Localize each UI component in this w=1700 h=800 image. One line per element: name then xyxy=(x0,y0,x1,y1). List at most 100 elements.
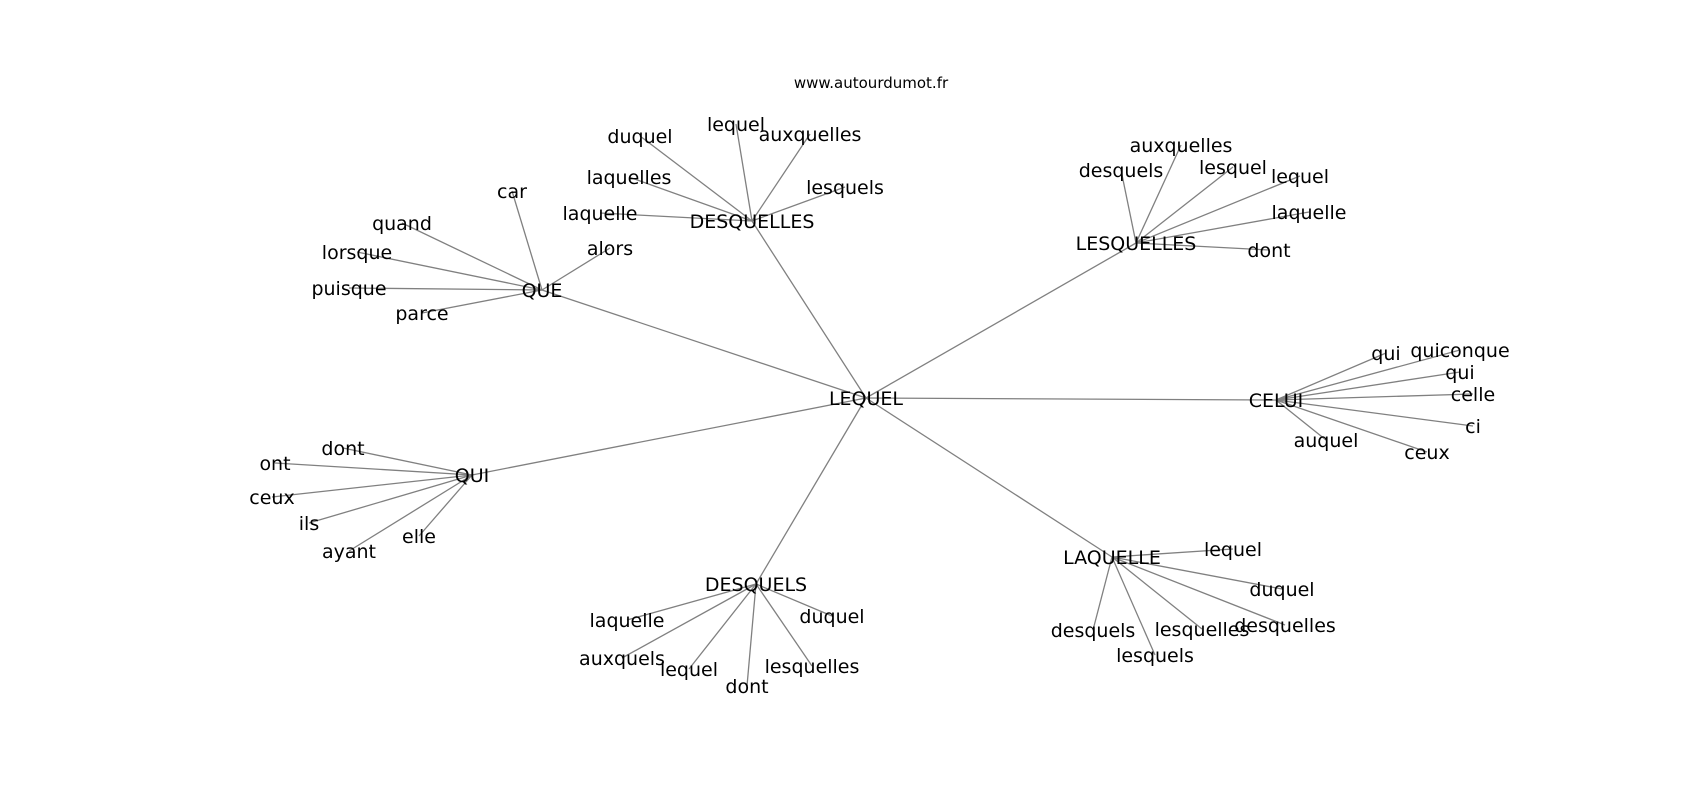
group-node-label: LAQUELLE xyxy=(1063,547,1161,569)
edge-que-to-parce xyxy=(421,289,543,314)
edge-laquelle-to-desquels xyxy=(1092,556,1113,631)
leaf-node-label: auxquels xyxy=(579,648,665,670)
leaf-node-label: desquelles xyxy=(1234,615,1336,637)
leaf-node-label: qui xyxy=(1371,343,1400,365)
leaf-node-label: duquel xyxy=(799,606,864,628)
leaf-node-label: elle xyxy=(402,526,436,548)
edge-center-to-lesquelles xyxy=(865,242,1137,399)
leaf-node-label: laquelle xyxy=(590,610,665,632)
edge-desquelles-to-lequel xyxy=(735,123,753,222)
edge-lesquelles-to-desquels xyxy=(1120,169,1137,244)
leaf-node-label: auxquelles xyxy=(1130,135,1233,157)
edge-desquels-to-lequel xyxy=(688,583,757,670)
edge-que-to-car xyxy=(511,190,543,291)
edge-laquelle-to-lesquelles xyxy=(1111,556,1203,630)
edge-desquels-to-duquel xyxy=(755,583,833,617)
leaf-node-label: dont xyxy=(321,438,364,460)
leaf-node-label: lesquels xyxy=(1116,645,1194,667)
edge-desquels-to-laquelle xyxy=(626,583,757,621)
edge-qui-to-dont xyxy=(342,447,473,476)
group-node-label: DESQUELS xyxy=(705,574,807,596)
leaf-node-label: lesquel xyxy=(1199,157,1267,179)
leaf-node-label: auquel xyxy=(1294,430,1359,452)
edge-celui-to-ceux xyxy=(1275,399,1428,453)
edge-qui-to-ceux xyxy=(271,474,473,498)
group-node-label: CELUI xyxy=(1249,390,1303,412)
leaf-node-label: celle xyxy=(1451,384,1495,406)
leaf-node-label: dont xyxy=(725,676,768,698)
edge-desquelles-to-lesquels xyxy=(751,186,846,222)
edge-desquelles-to-laquelles xyxy=(628,176,753,222)
edge-lesquelles-to-lequel xyxy=(1135,175,1301,244)
leaf-node-label: ils xyxy=(299,513,319,535)
edge-celui-to-qui xyxy=(1275,371,1461,401)
leaf-node-label: laquelle xyxy=(563,203,638,225)
edge-center-to-desquels xyxy=(755,397,867,585)
edge-desquels-to-dont xyxy=(746,583,757,687)
edge-que-to-lorsque xyxy=(356,251,543,291)
edges-layer xyxy=(271,123,1474,687)
edge-laquelle-to-lesquels xyxy=(1111,556,1156,656)
edge-desquelles-to-auxquelles xyxy=(751,133,811,222)
edge-qui-to-elle xyxy=(418,474,473,537)
edge-center-to-celui xyxy=(865,397,1277,401)
edge-desquelles-to-laquelle xyxy=(599,212,753,222)
leaf-node-label: auxquelles xyxy=(759,124,862,146)
edge-que-to-alors xyxy=(541,247,611,291)
edge-center-to-laquelle xyxy=(865,397,1113,558)
leaf-node-label: ci xyxy=(1465,416,1481,438)
leaf-node-label: quand xyxy=(372,213,432,235)
leaf-node-label: lequel xyxy=(1271,166,1329,188)
leaf-node-label: lesquels xyxy=(806,177,884,199)
edge-lesquelles-to-lesquel xyxy=(1135,166,1234,244)
edge-desquels-to-lesquelles xyxy=(755,583,813,667)
leaf-node-label: lequel xyxy=(1204,539,1262,561)
edge-center-to-desquelles xyxy=(751,220,867,399)
group-node-label: QUE xyxy=(522,280,563,302)
edge-lesquelles-to-dont xyxy=(1135,242,1270,251)
leaf-node-label: duquel xyxy=(1249,579,1314,601)
leaf-node-label: ceux xyxy=(1404,442,1449,464)
leaf-node-label: car xyxy=(497,181,527,203)
leaf-node-label: ceux xyxy=(249,487,294,509)
edge-qui-to-ont xyxy=(274,462,473,476)
watermark-text: www.autourdumot.fr xyxy=(794,74,949,92)
edge-desquelles-to-duquel xyxy=(639,135,753,222)
edge-lesquelles-to-auxquelles xyxy=(1135,144,1182,244)
edge-qui-to-ayant xyxy=(348,474,473,552)
leaf-node-label: desquels xyxy=(1051,620,1136,642)
leaf-node-label: qui xyxy=(1445,362,1474,384)
leaf-node-label: lorsque xyxy=(322,242,392,264)
edge-laquelle-to-lequel xyxy=(1111,548,1234,558)
edge-celui-to-celle xyxy=(1275,393,1474,401)
edge-que-to-puisque xyxy=(348,287,543,291)
group-node-label: QUI xyxy=(455,465,489,487)
edge-celui-to-ci xyxy=(1275,399,1474,427)
edge-celui-to-qui xyxy=(1275,352,1387,401)
leaf-node-label: laquelle xyxy=(1272,202,1347,224)
edge-center-to-qui xyxy=(471,397,867,476)
group-node-label: DESQUELLES xyxy=(690,211,815,233)
leaf-node-label: parce xyxy=(395,303,448,325)
edge-laquelle-to-desquelles xyxy=(1111,556,1286,626)
leaf-node-label: duquel xyxy=(607,126,672,148)
edge-lesquelles-to-laquelle xyxy=(1135,211,1310,244)
leaf-node-label: alors xyxy=(587,238,633,260)
leaf-node-label: lesquelles xyxy=(1155,619,1250,641)
leaf-node-label: desquels xyxy=(1079,160,1164,182)
edge-que-to-quand xyxy=(401,222,543,291)
labels-layer: LEQUELDESQUELLESduquellequelauxquellesla… xyxy=(249,114,1509,698)
leaf-node-label: quiconque xyxy=(1410,340,1509,362)
edge-qui-to-ils xyxy=(308,474,473,524)
leaf-node-label: ayant xyxy=(322,541,376,563)
leaf-node-label: laquelles xyxy=(587,167,672,189)
edge-center-to-que xyxy=(541,289,867,399)
edge-celui-to-quiconque xyxy=(1275,349,1461,401)
leaf-node-label: dont xyxy=(1247,240,1290,262)
leaf-node-label: lequel xyxy=(660,659,718,681)
leaf-node-label: lesquelles xyxy=(765,656,860,678)
edge-celui-to-auquel xyxy=(1275,399,1327,441)
leaf-node-label: lequel xyxy=(707,114,765,136)
edge-laquelle-to-duquel xyxy=(1111,556,1283,590)
